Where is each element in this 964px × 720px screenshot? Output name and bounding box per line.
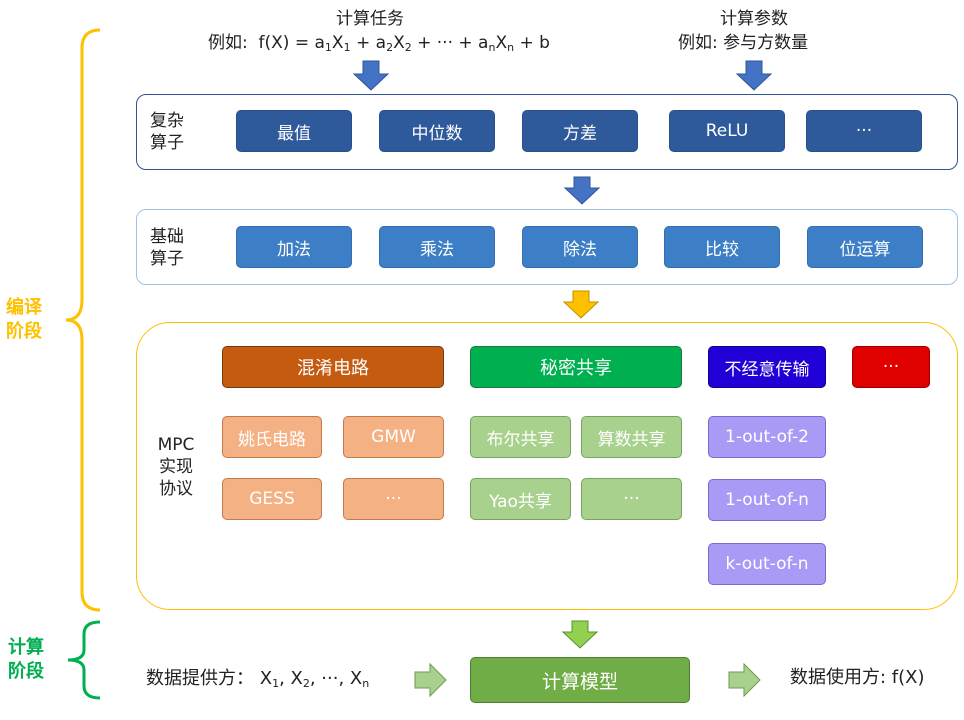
gmw-item: GMW [343, 416, 444, 458]
compute-stage-label: 计算 阶段 [8, 637, 44, 682]
op-max: 最值 [236, 110, 352, 152]
down-arrow-param [735, 60, 773, 91]
more-protocols-category: ··· [852, 346, 930, 388]
op-median: 中位数 [379, 110, 495, 152]
yao-circuit-item: 姚氏电路 [222, 416, 322, 458]
right-arrow-model-to-user [728, 662, 761, 698]
complex-operators-label: 复杂 算子 [150, 111, 184, 153]
param-example: 例如: 参与方数量 [678, 33, 809, 53]
op-variance: 方差 [522, 110, 638, 152]
mpc-protocols-label: MPC 实现 协议 [157, 435, 195, 499]
task-title: 计算任务 [336, 9, 404, 29]
secret-sharing-category: 秘密共享 [470, 346, 682, 388]
op-relu: ReLU [669, 110, 785, 152]
down-arrow-complex-to-basic [563, 176, 601, 205]
oblivious-transfer-category: 不经意传输 [708, 346, 826, 388]
op-divide: 除法 [522, 226, 638, 268]
basic-operators-label: 基础 算子 [150, 227, 184, 269]
data-provider-label: 数据提供方： X1, X2, ···, Xn [146, 668, 370, 690]
yao-sharing-item: Yao共享 [470, 478, 571, 520]
op-bitwise: 位运算 [807, 226, 923, 268]
garbled-circuit-category: 混淆电路 [222, 346, 444, 388]
data-user-label: 数据使用方: f(X) [790, 667, 925, 688]
param-title: 计算参数 [720, 9, 788, 29]
op-add: 加法 [236, 226, 352, 268]
computation-model-box: 计算模型 [470, 657, 690, 703]
garbled-more-item: ··· [343, 478, 444, 520]
op-more: ··· [806, 110, 922, 152]
op-multiply: 乘法 [379, 226, 495, 268]
down-arrow-mpc-to-model [561, 620, 599, 649]
arithmetic-sharing-item: 算数共享 [581, 416, 682, 458]
sharing-more-item: ··· [581, 478, 682, 520]
boolean-sharing-item: 布尔共享 [470, 416, 571, 458]
compile-stage-brace [65, 28, 101, 612]
down-arrow-task [352, 60, 390, 91]
compile-stage-label: 编译 阶段 [6, 297, 42, 342]
down-arrow-basic-to-mpc [562, 290, 600, 319]
ot-1-of-2-item: 1-out-of-2 [708, 416, 826, 458]
right-arrow-provider-to-model [414, 662, 447, 698]
task-example: 例如: f(X) = a1X1 + a2X2 + ··· + anXn + b [208, 33, 550, 54]
ot-k-of-n-item: k-out-of-n [708, 543, 826, 585]
op-compare: 比较 [664, 226, 780, 268]
compute-stage-brace [67, 620, 101, 700]
gess-item: GESS [222, 478, 322, 520]
ot-1-of-n-item: 1-out-of-n [708, 479, 826, 521]
